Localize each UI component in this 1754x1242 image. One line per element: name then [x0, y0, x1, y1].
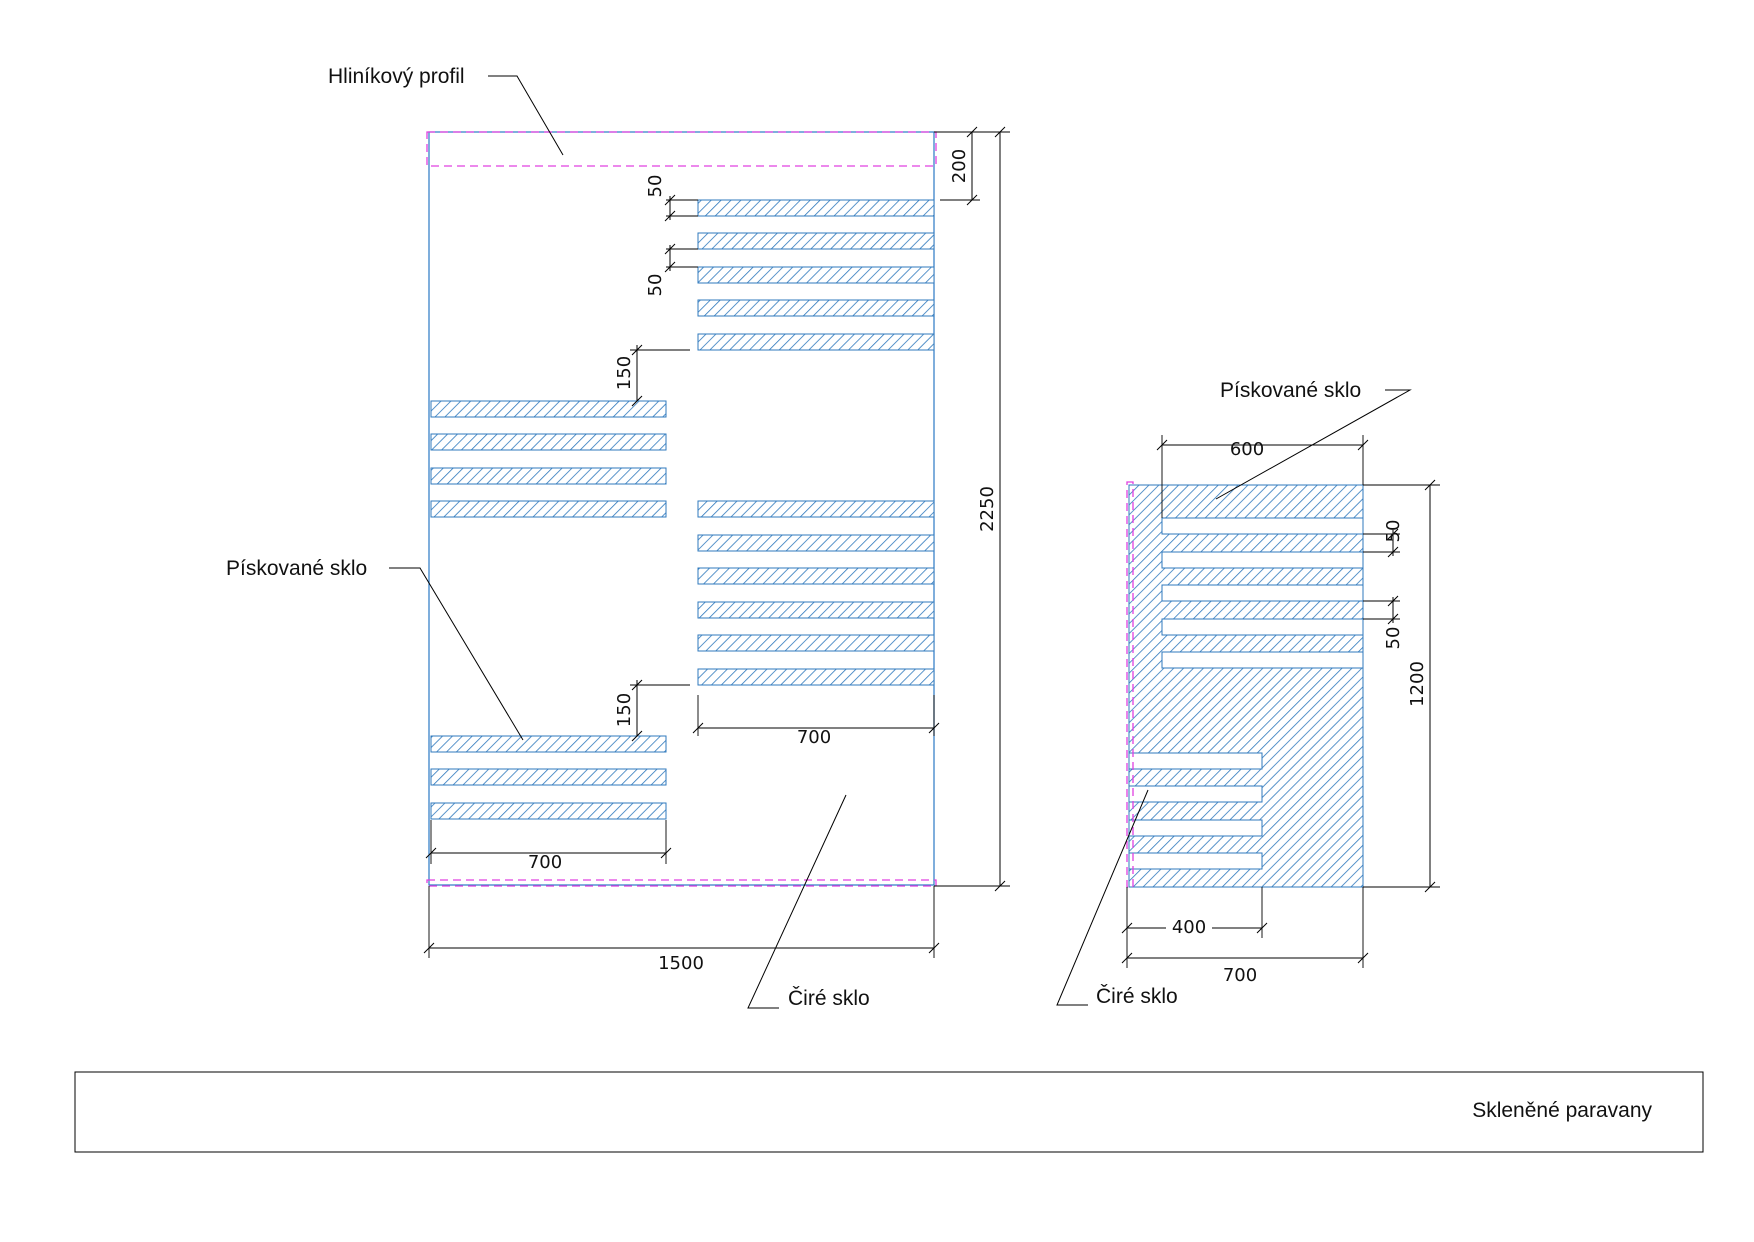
dimension-profile-value: 200	[949, 149, 970, 183]
dimension-right-height: 1200	[1363, 479, 1440, 893]
stripes-left-bottom	[430, 735, 667, 820]
dimension-stripe-gap-value: 50	[645, 175, 666, 198]
label-sandblasted-glass-left: Pískované sklo	[226, 557, 367, 580]
left-screen: 1500 2250 200 50	[226, 65, 1010, 1010]
dimension-right-stripe-value: 50	[1383, 627, 1404, 650]
dimension-left-height: 2250	[934, 126, 1010, 892]
dimension-offset-lower: 150	[614, 679, 690, 742]
drawing-title: Skleněné paravany	[1472, 1099, 1652, 1122]
top-aluminium-profile	[426, 131, 937, 167]
sandblasted-stripe	[697, 668, 935, 686]
right-sandblasted-panel	[1128, 484, 1364, 888]
dimension-offset-upper-value: 150	[614, 356, 635, 390]
label-clear-glass-left: Čiré sklo	[788, 987, 870, 1010]
side-aluminium-profile	[1126, 481, 1134, 888]
dimension-right-group-width-value: 700	[797, 727, 831, 748]
sandblasted-stripe	[430, 735, 667, 753]
dimension-right-gap-value: 50	[1383, 520, 1404, 543]
stripes-left-middle	[430, 400, 667, 518]
stripes-right-upper	[697, 199, 935, 351]
sandblasted-stripe	[697, 232, 935, 250]
label-clear-glass-right: Čiré sklo	[1096, 985, 1178, 1008]
sandblasted-stripe	[697, 601, 935, 619]
leader-sandblasted-glass-right	[1215, 389, 1412, 500]
dimension-left-height-value: 2250	[977, 486, 998, 532]
stripes-right-lower	[697, 500, 935, 686]
dimension-left-group-width-value: 700	[528, 852, 562, 873]
dimension-right-slot-width-mask	[1166, 915, 1212, 937]
bottom-aluminium-profile	[426, 879, 937, 887]
sandblasted-stripe	[697, 333, 935, 351]
dimension-left-group-width: 700	[425, 820, 672, 873]
dimension-left-width-value: 1500	[658, 953, 704, 974]
dimension-right-top-width-value: 600	[1230, 439, 1264, 460]
dimension-right-width-value: 700	[1223, 965, 1257, 986]
leader-sandblasted-glass-left	[389, 567, 524, 741]
dimension-right-slot-width-value: 400	[1172, 917, 1206, 938]
dimension-right-group-width: 700	[692, 695, 940, 748]
dimension-stripe-height: 50	[645, 243, 698, 297]
sandblasted-stripe	[430, 400, 667, 418]
sandblasted-stripe	[697, 534, 935, 552]
dimension-right-top-width: 600	[1156, 435, 1369, 518]
dimension-left-width: 1500	[423, 886, 940, 974]
sandblasted-stripe	[430, 467, 667, 485]
title-block: Skleněné paravany	[74, 1071, 1704, 1153]
dimension-offset-upper: 150	[614, 344, 690, 407]
leader-clear-glass-right	[1056, 789, 1149, 1006]
sandblasted-stripe	[697, 199, 935, 217]
title-block-frame	[74, 1071, 1704, 1153]
dimension-offset-lower-value: 150	[614, 693, 635, 727]
right-screen: 600 1200 50 50	[1056, 379, 1440, 1008]
label-sandblasted-glass-right: Pískované sklo	[1220, 379, 1361, 402]
sandblasted-stripe	[697, 266, 935, 284]
dimension-right-gap: 50	[1363, 520, 1404, 558]
sandblasted-stripe	[430, 768, 667, 786]
sandblasted-stripe	[697, 567, 935, 585]
dimension-right-height-value: 1200	[1407, 661, 1428, 707]
sandblasted-stripe	[430, 802, 667, 820]
sandblasted-stripe	[430, 500, 667, 518]
dimension-stripe-height-value: 50	[645, 274, 666, 297]
sandblasted-stripe	[430, 433, 667, 451]
dimension-right-slot-width: 400	[1121, 887, 1268, 938]
sandblasted-stripe	[697, 500, 935, 518]
dimension-stripe-gap: 50	[645, 175, 698, 222]
leader-clear-glass-left	[747, 794, 847, 1009]
leader-aluminium-profile	[488, 75, 564, 156]
dimension-profile: 200	[940, 126, 980, 206]
dimension-right-stripe: 50	[1363, 595, 1404, 650]
dimension-right-width: 700	[1121, 887, 1369, 986]
sandblasted-stripe	[697, 299, 935, 317]
label-aluminium-profile: Hliníkový profil	[328, 65, 465, 88]
sandblasted-stripe	[697, 634, 935, 652]
